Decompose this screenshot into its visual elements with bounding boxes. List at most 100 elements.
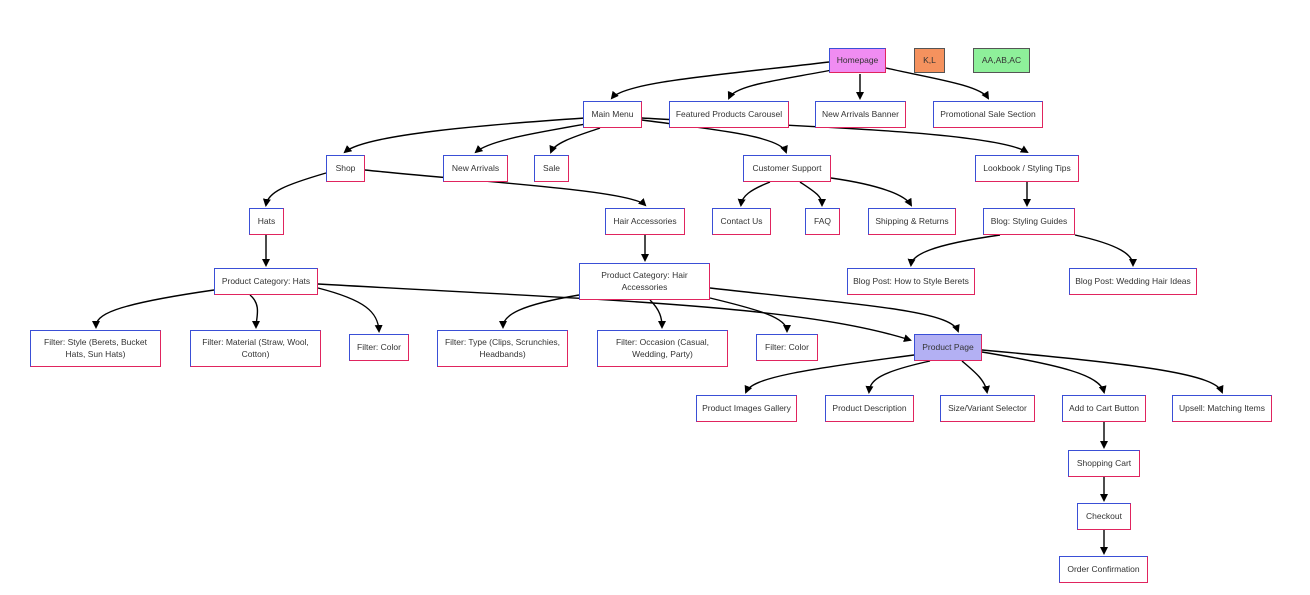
edge-main-newarrivals [474, 122, 593, 154]
node-filter-occasion[interactable]: Filter: Occasion (Casual, Wedding, Party… [597, 330, 728, 367]
node-description-label: Product Description [832, 402, 907, 413]
edge-product-upsell [981, 349, 1224, 394]
node-order-confirmation[interactable]: Order Confirmation [1059, 556, 1148, 583]
edge-support-faq [799, 181, 826, 207]
node-blog-styling-guides[interactable]: Blog: Styling Guides [983, 208, 1075, 235]
node-shop-label: Shop [335, 162, 356, 173]
edge-support-shipping [830, 177, 913, 207]
node-product-page[interactable]: Product Page [914, 334, 982, 361]
node-product-description[interactable]: Product Description [825, 395, 914, 422]
edge-homepage-promo [885, 67, 990, 100]
node-homepage[interactable]: Homepage [829, 48, 886, 73]
node-filter-color-hair[interactable]: Filter: Color [756, 334, 818, 361]
node-new-arrivals-banner[interactable]: New Arrivals Banner [815, 101, 906, 128]
edge-blog-berets [907, 234, 1001, 267]
node-filter-material[interactable]: Filter: Material (Straw, Wool, Cotton) [190, 330, 321, 367]
edge-blog-wedding [1074, 234, 1137, 267]
node-aa-ab-ac[interactable]: AA,AB,AC [973, 48, 1030, 73]
node-shop[interactable]: Shop [326, 155, 365, 182]
edge-cathats-style [92, 289, 215, 329]
node-aa-label: AA,AB,AC [981, 54, 1022, 65]
node-new-arrivals-label: New Arrivals [451, 162, 500, 173]
node-featured-products-carousel[interactable]: Featured Products Carousel [669, 101, 789, 128]
node-blog-guides-label: Blog: Styling Guides [990, 215, 1068, 226]
node-blog-wedding-label: Blog Post: Wedding Hair Ideas [1075, 275, 1191, 286]
node-filter-type-label: Filter: Type (Clips, Scrunchies, Headban… [444, 337, 561, 359]
edge-shop-hats [262, 172, 327, 207]
node-hair-accessories[interactable]: Hair Accessories [605, 208, 685, 235]
node-blog-berets-label: Blog Post: How to Style Berets [853, 275, 969, 286]
node-contact-label: Contact Us [720, 215, 763, 226]
node-product-images-gallery[interactable]: Product Images Gallery [696, 395, 797, 422]
node-add-to-cart-button[interactable]: Add to Cart Button [1062, 395, 1146, 422]
edge-cathats-product [317, 283, 912, 342]
edge-product-description [865, 360, 931, 394]
node-kl-label: K,L [923, 54, 936, 65]
node-promotional-sale-section[interactable]: Promotional Sale Section [933, 101, 1043, 128]
node-filter-color-hair-label: Filter: Color [765, 341, 809, 352]
node-shipping-label: Shipping & Returns [875, 215, 949, 226]
node-variant-label: Size/Variant Selector [948, 402, 1027, 413]
node-sale-label: Sale [542, 162, 560, 173]
node-main-menu[interactable]: Main Menu [583, 101, 642, 128]
edge-cathats-material [249, 294, 261, 329]
node-filter-style[interactable]: Filter: Style (Berets, Bucket Hats, Sun … [30, 330, 161, 367]
edge-main-support [641, 119, 788, 154]
node-homepage-label: Homepage [836, 54, 879, 65]
node-hair-accessories-label: Hair Accessories [613, 215, 677, 226]
edge-cathats-color [317, 287, 383, 333]
node-blog-berets[interactable]: Blog Post: How to Style Berets [847, 268, 975, 295]
edge-product-variant [961, 360, 990, 394]
node-filter-material-label: Filter: Material (Straw, Wool, Cotton) [202, 337, 309, 359]
node-filter-occasion-label: Filter: Occasion (Casual, Wedding, Party… [615, 337, 710, 359]
node-category-hair-accessories[interactable]: Product Category: Hair Accessories [579, 263, 710, 300]
node-kl[interactable]: K,L [914, 48, 945, 73]
node-lookbook[interactable]: Lookbook / Styling Tips [975, 155, 1079, 182]
edge-product-addtocart [981, 351, 1107, 394]
node-upsell-matching-items[interactable]: Upsell: Matching Items [1172, 395, 1272, 422]
node-add-to-cart-label: Add to Cart Button [1069, 402, 1139, 413]
node-upsell-label: Upsell: Matching Items [1179, 402, 1265, 413]
node-cart-label: Shopping Cart [1076, 457, 1132, 468]
node-checkout[interactable]: Checkout [1077, 503, 1131, 530]
node-sale[interactable]: Sale [534, 155, 569, 182]
node-faq[interactable]: FAQ [805, 208, 840, 235]
edge-product-gallery [744, 354, 915, 394]
edge-shop-hair [364, 169, 647, 207]
node-customer-support[interactable]: Customer Support [743, 155, 831, 182]
node-hats-label: Hats [257, 215, 276, 226]
node-new-arrivals[interactable]: New Arrivals [443, 155, 508, 182]
edge-homepage-main [610, 61, 830, 100]
node-size-variant-selector[interactable]: Size/Variant Selector [940, 395, 1035, 422]
node-customer-support-label: Customer Support [752, 162, 822, 173]
edge-homepage-featured [727, 69, 833, 100]
edge-cathair-occasion [649, 299, 666, 329]
edge-main-sale [549, 127, 601, 154]
edge-cathair-type [499, 294, 580, 329]
edge-main-shop [343, 117, 586, 154]
node-filter-color-hats[interactable]: Filter: Color [349, 334, 409, 361]
node-gallery-label: Product Images Gallery [702, 402, 791, 413]
node-blog-wedding[interactable]: Blog Post: Wedding Hair Ideas [1069, 268, 1197, 295]
node-promo-label: Promotional Sale Section [940, 108, 1036, 119]
node-featured-label: Featured Products Carousel [675, 108, 783, 119]
node-cat-hair-label: Product Category: Hair Accessories [601, 270, 688, 292]
node-filter-type[interactable]: Filter: Type (Clips, Scrunchies, Headban… [437, 330, 568, 367]
node-faq-label: FAQ [813, 215, 831, 226]
edge-cathair-color [709, 297, 791, 333]
node-product-page-label: Product Page [922, 341, 974, 352]
node-cat-hats-label: Product Category: Hats [221, 275, 311, 286]
node-shipping-returns[interactable]: Shipping & Returns [868, 208, 956, 235]
node-contact-us[interactable]: Contact Us [712, 208, 771, 235]
node-confirmation-label: Order Confirmation [1067, 563, 1140, 574]
node-checkout-label: Checkout [1086, 510, 1122, 521]
node-hats[interactable]: Hats [249, 208, 284, 235]
node-filter-color-hats-label: Filter: Color [357, 341, 401, 352]
node-category-hats[interactable]: Product Category: Hats [214, 268, 318, 295]
edge-cathair-product [709, 287, 960, 333]
node-new-arrivals-banner-label: New Arrivals Banner [821, 108, 899, 119]
node-lookbook-label: Lookbook / Styling Tips [983, 162, 1071, 173]
node-shopping-cart[interactable]: Shopping Cart [1068, 450, 1140, 477]
node-filter-style-label: Filter: Style (Berets, Bucket Hats, Sun … [44, 337, 147, 359]
